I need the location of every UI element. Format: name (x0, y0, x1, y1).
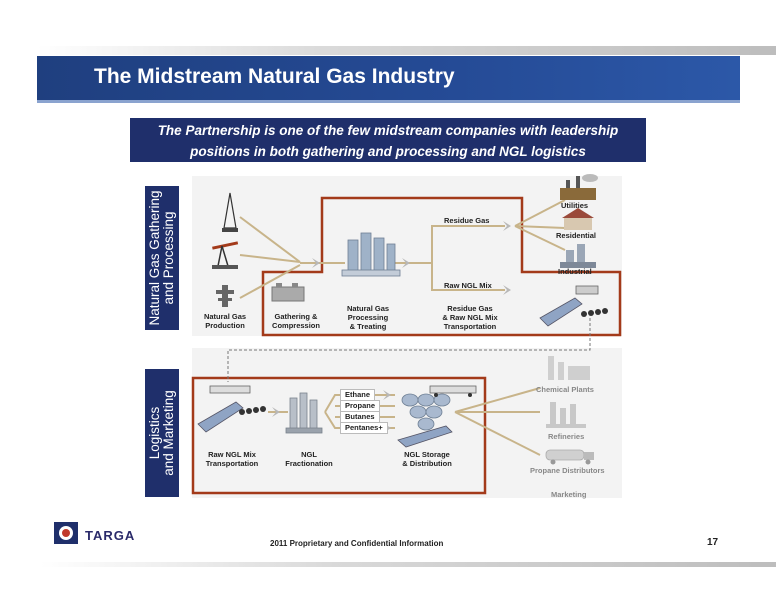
label-line: Natural Gas (203, 312, 247, 321)
label-line: Processing (347, 313, 389, 322)
propane-distributors-label: Propane Distributors (530, 466, 605, 475)
raw-ngl-mix-transportation-label: Raw NGL Mix Transportation (200, 450, 264, 468)
residential-icon (562, 208, 594, 230)
label-line: & Raw NGL Mix (442, 313, 498, 322)
label-line: Raw NGL Mix (208, 450, 256, 459)
industrial-icon (560, 244, 596, 268)
storage-truck-icon (429, 385, 477, 397)
processing-plant-icon (341, 232, 401, 277)
gathering-compression-label: Gathering & Compression (262, 312, 330, 330)
propane-truck-icon (545, 449, 594, 465)
chemical-plants-icon (548, 356, 590, 380)
label-line: Transportation (443, 322, 497, 331)
storage-tanks-icon (401, 393, 451, 431)
label-line: NGL Storage (404, 450, 450, 459)
targa-logo-icon (54, 522, 78, 544)
fractionation-plant-icon (285, 392, 323, 434)
callout-line-2: positions in both gathering and processi… (190, 144, 586, 159)
pump-jack-icon (212, 241, 239, 269)
label-line: Fractionation (285, 459, 333, 468)
label-line: Production (205, 321, 245, 330)
label-line: & Treating (349, 322, 387, 331)
label-line: Residue Gas (447, 304, 493, 313)
gathering-flow-lines (239, 199, 566, 299)
page-number: 17 (707, 537, 719, 548)
logistics-section-tab: Logistics and Marketing (145, 369, 179, 497)
top-rule (37, 46, 776, 55)
tanker-ship-truck-icon (539, 285, 608, 327)
chemical-plants-label: Chemical Plants (536, 385, 594, 394)
ship-truck-icon (197, 385, 266, 433)
gathering-section-tab: Natural Gas Gathering and Processing (145, 186, 179, 330)
title-bar: The Midstream Natural Gas Industry (37, 56, 740, 100)
page-title: The Midstream Natural Gas Industry (94, 65, 455, 88)
targa-logo-text: TARGA (85, 528, 136, 543)
title-underline (37, 100, 740, 103)
refineries-label: Refineries (548, 432, 585, 441)
natural-gas-well-icon (222, 192, 238, 232)
utilities-icon (560, 174, 598, 200)
gathering-chevrons (312, 221, 511, 295)
label-line: NGL (301, 450, 317, 459)
confidential-notice: 2011 Proprietary and Confidential Inform… (270, 539, 444, 548)
industrial-label: Industrial (558, 267, 592, 276)
gathering-process-outline (261, 196, 622, 337)
callout-line-1: The Partnership is one of the few midstr… (157, 123, 619, 138)
label-line: Gathering & (274, 312, 318, 321)
raw-ngl-mix-label: Raw NGL Mix (444, 281, 492, 290)
wellhead-icon (216, 285, 234, 307)
ngl-fractionation-label: NGL Fractionation (276, 450, 342, 468)
natural-gas-processing-label: Natural Gas Processing & Treating (334, 304, 402, 331)
residential-label: Residential (556, 231, 597, 240)
label-line: & Distribution (402, 459, 452, 468)
chevron-right-icon (503, 285, 511, 295)
refineries-icon (546, 402, 586, 428)
compressor-icon (271, 283, 305, 302)
chevron-right-icon (312, 258, 320, 268)
storage-ship-icon (397, 425, 453, 448)
chevron-right-icon (402, 258, 410, 268)
chevron-right-icon (503, 221, 511, 231)
dashed-connector (227, 318, 591, 382)
ngl-storage-distribution-label: NGL Storage & Distribution (392, 450, 462, 468)
label-line: Compression (272, 321, 320, 330)
chevron-right-icon (383, 390, 391, 400)
natural-gas-production-label: Natural Gas Production (196, 312, 254, 330)
residue-gas-transportation-label: Residue Gas & Raw NGL Mix Transportation (432, 304, 508, 331)
utilities-label: Utilities (561, 201, 589, 210)
residue-gas-label: Residue Gas (444, 216, 490, 225)
marketing-label: Marketing (551, 490, 587, 499)
label-line: Natural Gas (346, 304, 390, 313)
label-line: Transportation (205, 459, 259, 468)
logistics-process-outline (191, 376, 487, 495)
callout-box: The Partnership is one of the few midstr… (130, 118, 646, 162)
chevron-right-icon (272, 407, 280, 417)
footer-rule (40, 562, 776, 567)
product-pentanes-plus: Pentanes+ (340, 422, 388, 434)
